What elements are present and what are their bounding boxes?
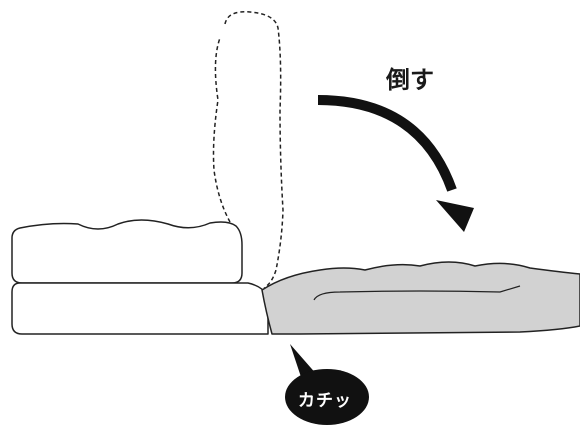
click-sound-label: カチッ: [298, 391, 352, 411]
click-bubble: [285, 369, 369, 425]
folded-backrest: [261, 261, 580, 335]
base-cushion: [11, 282, 269, 335]
upright-backrest-outline: [212, 11, 284, 289]
folded-backrest-seam: [313, 285, 521, 301]
fold-arrow: [317, 95, 457, 192]
fold-arrow-head: [436, 200, 474, 232]
top-cushion: [11, 219, 243, 284]
click-bubble-tail: [290, 344, 318, 380]
fold-label: 倒す: [386, 66, 434, 94]
